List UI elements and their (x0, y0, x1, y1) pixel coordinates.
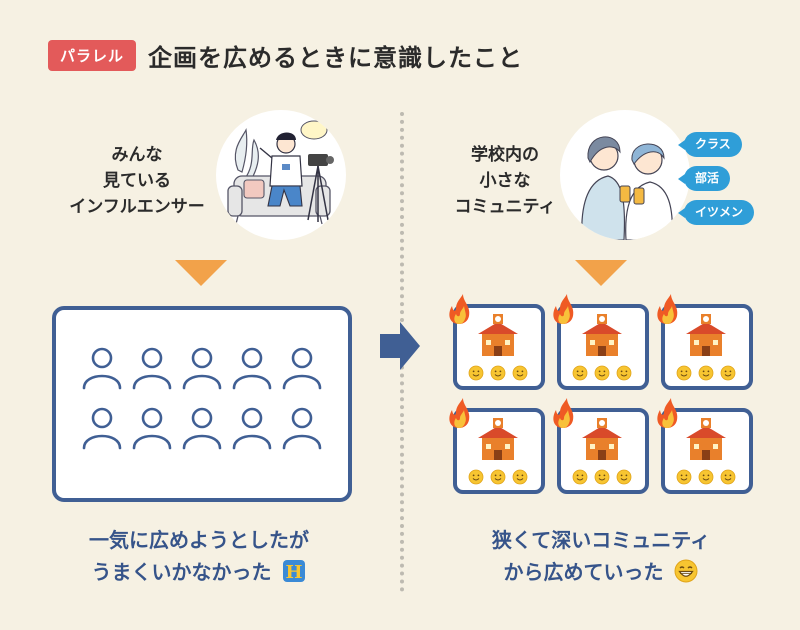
person-icon (182, 407, 222, 450)
students-illustration-svg (581, 136, 673, 240)
svg-text:H: H (286, 562, 303, 583)
influencer-illustration-svg (227, 120, 334, 225)
smiley-icon (676, 469, 736, 485)
left-conclusion-line: 一気に広めようとしたが (89, 528, 309, 552)
fire-icon (553, 294, 574, 324)
school-icon (478, 418, 518, 460)
smiley-icon (572, 365, 632, 381)
grin-emoji-icon (674, 559, 698, 583)
smiley-icon (676, 365, 736, 381)
person-icon (132, 347, 172, 390)
smiley-icon (468, 365, 528, 381)
audience-box (52, 306, 352, 502)
influencer-label-line: みんな (111, 145, 163, 165)
person-icon (132, 407, 172, 450)
category-badge: パラレル (48, 40, 137, 71)
smiley-icon (468, 469, 528, 485)
community-label: 学校内の 小さな コミュニティ (440, 142, 570, 220)
right-conclusion-line: 狭くて深いコミュニティ (491, 528, 711, 552)
school-icon (686, 314, 726, 356)
fire-icon (449, 398, 470, 428)
left-conclusion: 一気に広めようとしたが うまくいかなかった H (42, 524, 356, 588)
tag-club: 部活 (678, 166, 731, 191)
hotel-emoji-icon: H (283, 560, 306, 583)
school-icon (582, 314, 622, 356)
down-arrow-icon (575, 260, 627, 286)
community-label-line: 小さな (479, 171, 531, 191)
influencer-label-line: 見ている (103, 171, 171, 191)
influencer-label-line: インフルエンサー (69, 197, 205, 217)
school-icon (478, 314, 518, 356)
tag-class: クラス (678, 132, 742, 157)
students-illustration (560, 110, 690, 240)
down-arrow-icon (175, 260, 227, 286)
person-icon (82, 347, 122, 390)
right-conclusion-line: から広めていった (444, 556, 758, 588)
smiley-icon (572, 469, 632, 485)
person-icon (182, 347, 222, 390)
left-conclusion-line: うまくいかなかった H (42, 556, 356, 588)
fire-icon (449, 294, 470, 324)
influencer-label: みんな 見ている インフルエンサー (52, 142, 222, 220)
header: パラレル 企画を広めるときに意識したこと (48, 38, 523, 73)
school-icon (582, 418, 622, 460)
person-icon (232, 407, 272, 450)
school-icon (686, 418, 726, 460)
fire-icon (657, 398, 678, 428)
audience-grid (82, 347, 322, 450)
tag-close-friends: イツメン (678, 200, 755, 225)
fire-icon (657, 294, 678, 324)
right-conclusion: 狭くて深いコミュニティ から広めていった (444, 524, 758, 588)
person-icon (282, 407, 322, 450)
page-title: 企画を広めるときに意識したこと (148, 44, 524, 72)
community-label-line: 学校内の (471, 145, 539, 165)
influencer-illustration (216, 110, 346, 240)
person-icon (82, 407, 122, 450)
person-icon (282, 347, 322, 390)
right-arrow-icon (380, 322, 420, 370)
community-label-line: コミュニティ (454, 197, 556, 217)
fire-icon (553, 398, 574, 428)
person-icon (232, 347, 272, 390)
